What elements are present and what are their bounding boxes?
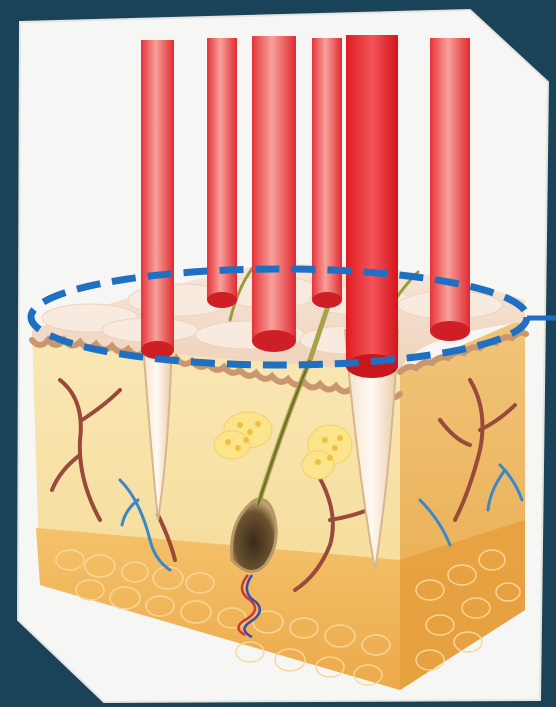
- skin-laser-illustration: [0, 0, 556, 707]
- illustration-stage: [0, 0, 556, 707]
